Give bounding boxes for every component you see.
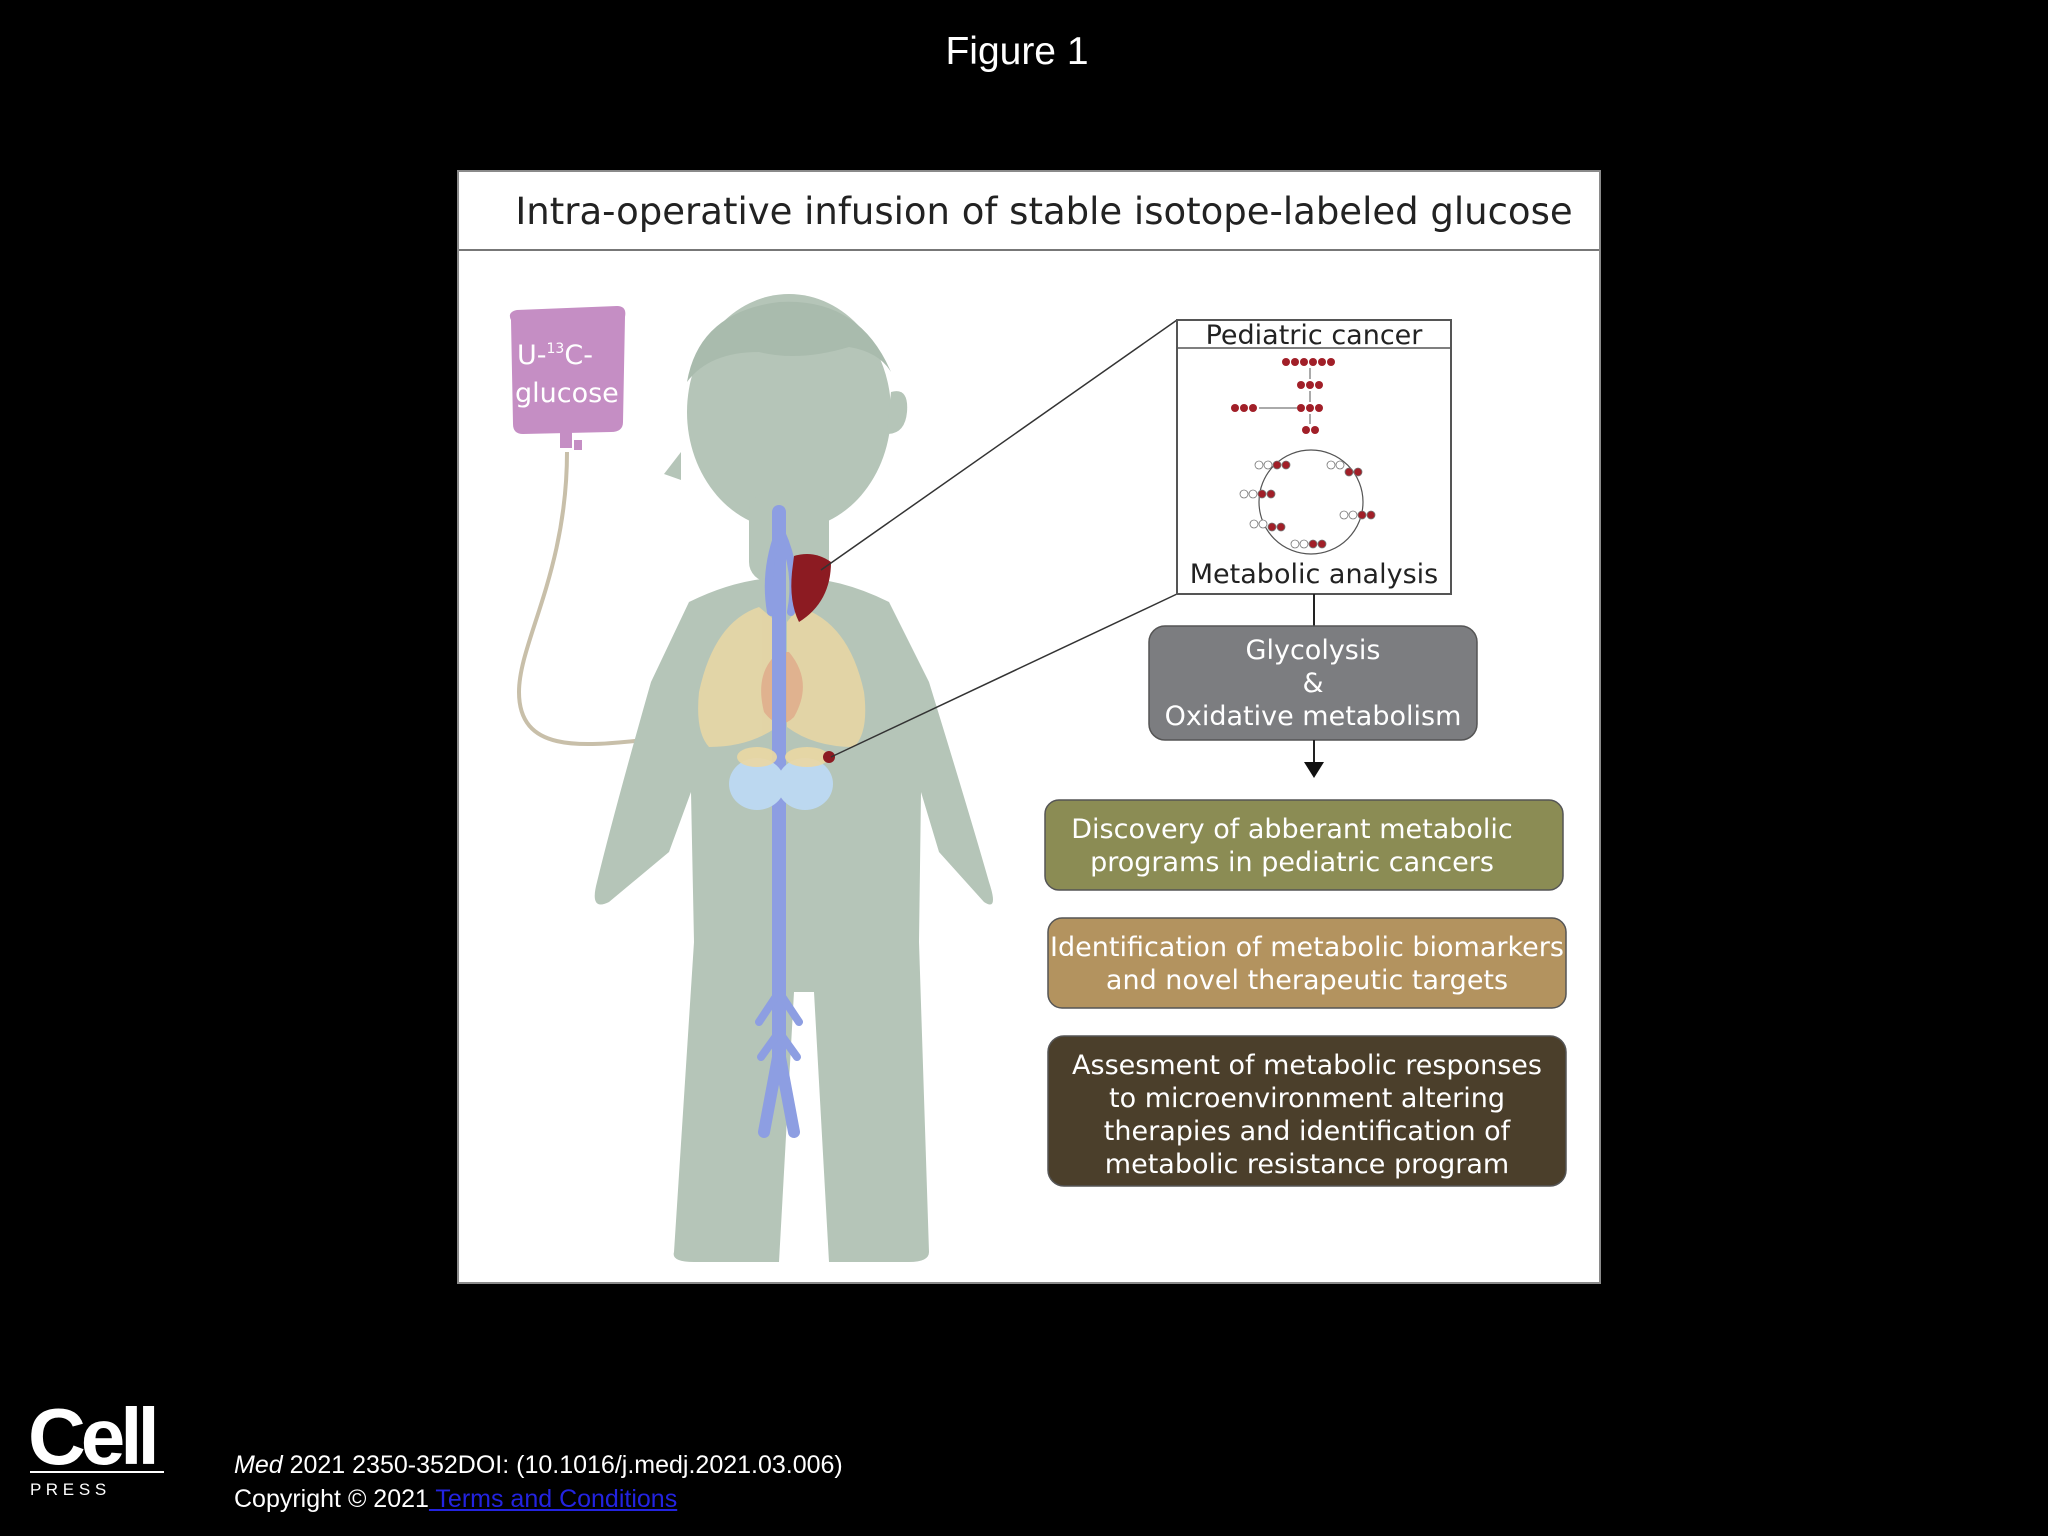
journal-name: Med (234, 1451, 283, 1479)
outcome-assessment-line3: therapies and identification of (1104, 1116, 1512, 1147)
outcome-discovery-line1: Discovery of abberant metabolic (1071, 814, 1513, 845)
citation-text: 2021 2350-352DOI: (10.1016/j.medj.2021.0… (282, 1451, 843, 1479)
outcome-box-identification: Identification of metabolic biomarkers a… (1047, 917, 1567, 1009)
outcome-discovery-line2: programs in pediatric cancers (1090, 847, 1494, 878)
glycolysis-arrows (1259, 368, 1311, 424)
isotope-tracing-diagram (1231, 358, 1376, 555)
connector-upper (820, 319, 1178, 571)
outcome-assessment-line2: to microenvironment altering (1109, 1083, 1505, 1114)
logo-cell-text: Cell (28, 1398, 155, 1481)
iv-tube (516, 451, 645, 747)
adrenal-left (737, 747, 777, 767)
terms-and-conditions-link[interactable]: Terms and Conditions (428, 1485, 678, 1513)
child-silhouette (594, 294, 993, 1262)
inset-title: Pediatric cancer (1206, 320, 1424, 351)
iv-label-superscript: 13 (547, 341, 565, 357)
outcome-identification-line2: and novel therapeutic targets (1106, 965, 1508, 996)
process-line-ampersand: & (1302, 668, 1323, 699)
child-hair (687, 301, 891, 382)
outcome-box-discovery: Discovery of abberant metabolic programs… (1044, 799, 1564, 891)
iv-bag: U-13C- glucose (509, 306, 626, 450)
adrenal-right (785, 747, 829, 767)
process-line-glycolysis: Glycolysis (1246, 635, 1381, 666)
figure-diagram: Intra-operative infusion of stable isoto… (459, 190, 1599, 1262)
process-arrow-head (1304, 762, 1324, 778)
logo-press-text: P R E S S (30, 1480, 106, 1499)
abdominal-tumor (823, 751, 835, 763)
figure-heading: Intra-operative infusion of stable isoto… (515, 190, 1572, 233)
svg-text:U-13C-: U-13C- (517, 340, 593, 371)
process-line-oxidative: Oxidative metabolism (1165, 701, 1462, 732)
kidneys (729, 758, 833, 810)
inset-caption: Metabolic analysis (1190, 559, 1438, 590)
iv-label-prefix: U- (517, 340, 547, 371)
citation-line: Med 2021 2350-352DOI: (10.1016/j.medj.20… (234, 1448, 843, 1482)
glycolysis-carbons (1231, 358, 1335, 434)
citation-block: Med 2021 2350-352DOI: (10.1016/j.medj.20… (234, 1448, 843, 1516)
copyright-text: Copyright © 2021 (234, 1485, 429, 1513)
neck-tumor (791, 554, 831, 622)
figure-panel: Intra-operative infusion of stable isoto… (457, 170, 1601, 1284)
outcome-identification-line1: Identification of metabolic biomarkers (1050, 932, 1564, 963)
copyright-line: Copyright © 2021 Terms and Conditions (234, 1482, 843, 1516)
cell-press-logo[interactable]: Cell P R E S S (28, 1398, 168, 1502)
iv-label-suffix: C- (564, 340, 593, 371)
process-box: Glycolysis & Oxidative metabolism (1148, 625, 1478, 741)
connector-lower (830, 593, 1178, 758)
outcome-assessment-line4: metabolic resistance program (1105, 1149, 1509, 1180)
lungs (698, 607, 866, 747)
tca-carbons (1239, 460, 1376, 549)
slide-title: Figure 1 (945, 30, 1089, 73)
tca-cycle (1258, 449, 1364, 555)
outcome-box-assessment: Assesment of metabolic responses to micr… (1047, 1035, 1567, 1187)
outcome-assessment-line1: Assesment of metabolic responses (1072, 1050, 1542, 1081)
iv-label-glucose: glucose (515, 378, 619, 409)
